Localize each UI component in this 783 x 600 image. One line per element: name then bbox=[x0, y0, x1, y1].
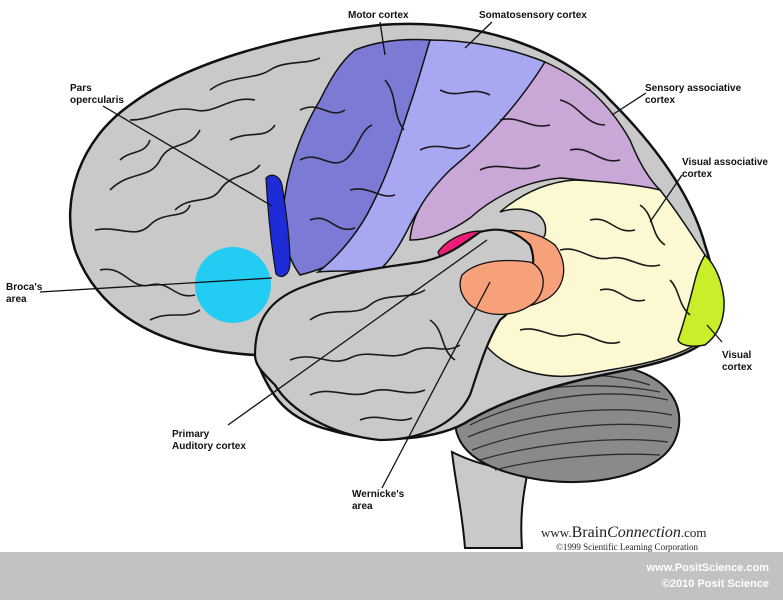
label-pars-opercularis: Pars opercularis bbox=[70, 83, 124, 106]
label-somatosensory-cortex: Somatosensory cortex bbox=[479, 10, 587, 21]
credit-site-prefix: www. bbox=[541, 525, 572, 540]
label-primary-auditory-cortex: Primary Auditory cortex bbox=[172, 429, 246, 452]
wernickes-area-lower bbox=[459, 259, 544, 316]
credit-site-connection: Connection bbox=[607, 524, 681, 541]
cerebellum-folia bbox=[467, 373, 673, 471]
credit-site-suffix: .com bbox=[680, 525, 707, 540]
label-brocas-area: Broca's area bbox=[6, 282, 43, 305]
label-wernickes-area: Wernicke's area bbox=[352, 489, 405, 512]
positscience-url: www.PositScience.com bbox=[646, 562, 769, 574]
credit-site-brain: Brain bbox=[571, 524, 608, 541]
brocas-area-region bbox=[195, 247, 271, 323]
label-visual-cortex: Visual cortex bbox=[722, 350, 753, 373]
visual-cortex-region bbox=[677, 253, 725, 347]
brainconnection-credit: www.BrainConnection.com bbox=[541, 524, 707, 542]
copyright-2010: ©2010 Posit Science bbox=[661, 578, 769, 590]
label-sensory-associative-cortex: Sensory associative cortex bbox=[645, 83, 742, 106]
label-motor-cortex: Motor cortex bbox=[348, 10, 409, 21]
sensory-associative-region bbox=[409, 61, 663, 241]
copyright-1999: ©1999 Scientific Learning Corporation bbox=[556, 542, 699, 552]
brain-sulci bbox=[94, 57, 691, 421]
leader-lines bbox=[39, 21, 723, 489]
label-visual-associative-cortex: Visual associative cortex bbox=[682, 157, 768, 180]
pars-opercularis-region bbox=[265, 174, 291, 278]
footer-band: www.PositScience.com ©2010 Posit Science bbox=[0, 552, 783, 600]
